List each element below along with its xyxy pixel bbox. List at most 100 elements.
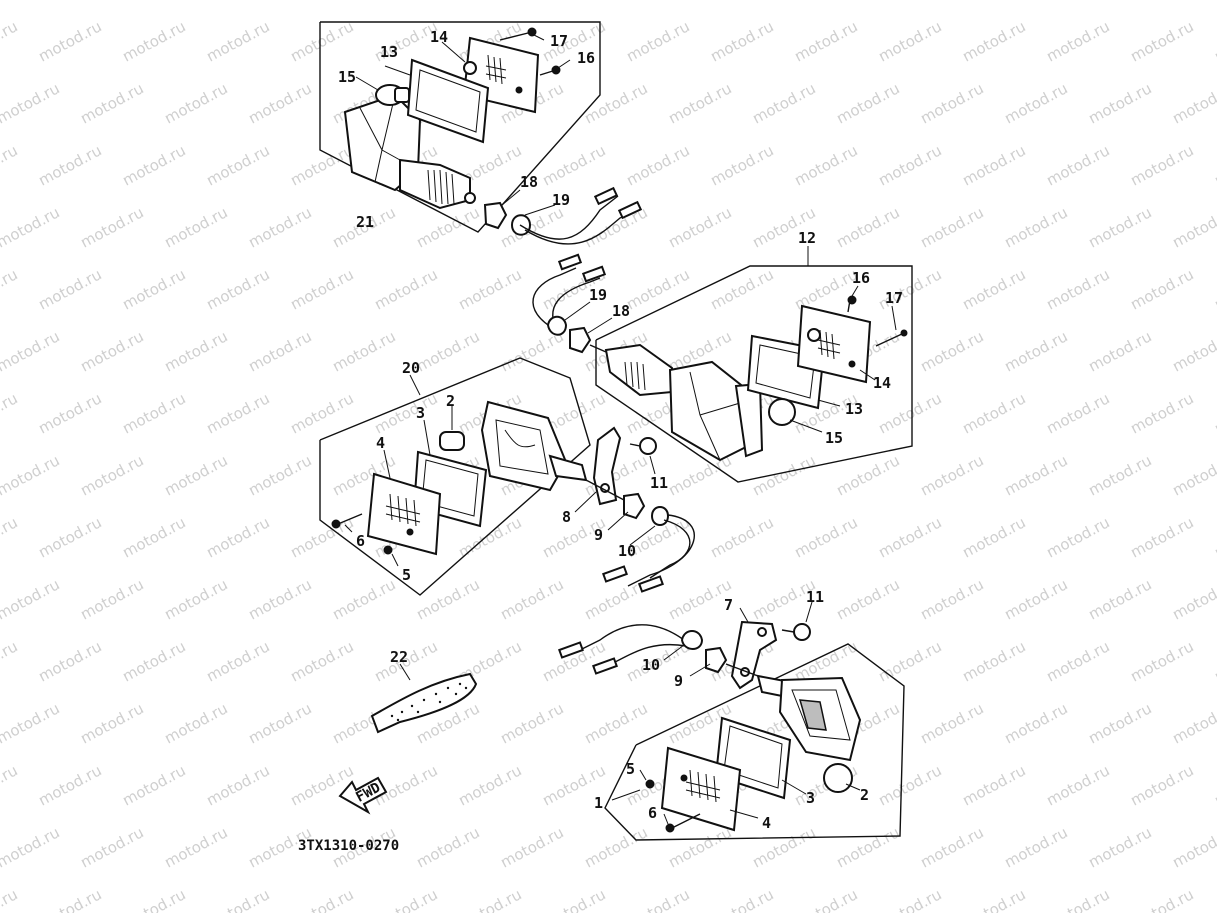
stem-nut-21	[464, 192, 476, 204]
watermark-text: motod.ru	[1211, 141, 1217, 189]
watermark-text: motod.ru	[497, 0, 566, 4]
watermark-text: motod.ru	[1001, 203, 1070, 251]
watermark-text: motod.ru	[1127, 17, 1196, 65]
watermark-text: motod.ru	[1001, 327, 1070, 375]
watermark-text: motod.ru	[1001, 699, 1070, 747]
watermark-text: motod.ru	[917, 0, 986, 4]
watermark-text: motod.ru	[0, 79, 63, 127]
assembly-12: 12 16 17 19 18 14 13 15	[532, 229, 913, 483]
watermark-text: motod.ru	[875, 761, 944, 809]
watermark-text: motod.ru	[707, 17, 776, 65]
watermark-text: motod.ru	[161, 699, 230, 747]
lens-4-bottom	[660, 746, 742, 832]
watermark-text: motod.ru	[497, 823, 566, 871]
watermark-text: motod.ru	[0, 513, 21, 561]
watermark-text: motod.ru	[875, 637, 944, 685]
watermark-text: motod.ru	[833, 823, 902, 871]
watermark-text: motod.ru	[35, 265, 104, 313]
wire-mid-a	[532, 267, 577, 331]
watermark-text: motod.ru	[161, 823, 230, 871]
watermark-text: motod.ru	[1211, 761, 1217, 809]
grommet-19-mid	[546, 315, 568, 336]
screw-5-bottom	[645, 779, 655, 789]
callout-5-bottom: 5	[626, 760, 635, 778]
watermark-text: motod.ru	[1043, 761, 1112, 809]
watermark-text: motod.ru	[161, 203, 230, 251]
watermark-text: motod.ru	[1043, 265, 1112, 313]
watermark-text: motod.ru	[665, 203, 734, 251]
callout-17-top: 17	[550, 32, 568, 50]
watermark-text: motod.ru	[203, 637, 272, 685]
watermark-text: motod.ru	[35, 17, 104, 65]
watermark-text: motod.ru	[917, 203, 986, 251]
watermark-text: motod.ru	[959, 513, 1028, 561]
watermark-text: motod.ru	[665, 79, 734, 127]
watermark-text: motod.ru	[1127, 637, 1196, 685]
callout-14-mid: 14	[873, 374, 891, 392]
callout-20: 20	[402, 359, 420, 377]
watermark-text: motod.ru	[119, 637, 188, 685]
watermark-text: motod.ru	[0, 885, 21, 913]
watermark-text: motod.ru	[665, 823, 734, 871]
watermark-text: motod.ru	[623, 265, 692, 313]
housing-stem-20	[548, 454, 588, 482]
watermark-text: motod.ru	[0, 823, 63, 871]
fwd-arrow-shape	[338, 776, 388, 815]
watermark-text: motod.ru	[1169, 327, 1217, 375]
watermark-text: motod.ru	[1001, 79, 1070, 127]
watermark-text: motod.ru	[791, 513, 860, 561]
watermark-text: motod.ru	[707, 265, 776, 313]
watermark-text: motod.ru	[959, 637, 1028, 685]
watermark-text: motod.ru	[1127, 761, 1196, 809]
watermark-text: motod.ru	[0, 389, 21, 437]
watermark-text: motod.ru	[287, 265, 356, 313]
watermark-text: motod.ru	[0, 575, 63, 623]
watermark-text: motod.ru	[959, 265, 1028, 313]
watermark-text: motod.ru	[0, 141, 21, 189]
watermark-text: motod.ru	[623, 141, 692, 189]
watermark-text: motod.ru	[245, 203, 314, 251]
watermark-text: motod.ru	[77, 327, 146, 375]
lens-14-knob	[463, 61, 477, 75]
watermark-text: motod.ru	[455, 885, 524, 913]
callout-2-mid: 2	[446, 392, 455, 410]
callout-6-bottom: 6	[648, 804, 657, 822]
watermark-text: motod.ru	[1169, 823, 1217, 871]
watermark-text: motod.ru	[287, 389, 356, 437]
watermark-text: motod.ru	[707, 513, 776, 561]
watermark-text: motod.ru	[1211, 885, 1217, 913]
watermark-text: motod.ru	[119, 761, 188, 809]
callout-10-bottom: 10	[642, 656, 660, 674]
watermark-text: motod.ru	[35, 885, 104, 913]
watermark-text: motod.ru	[1085, 203, 1154, 251]
watermark-text: motod.ru	[1043, 637, 1112, 685]
callout-5-mid: 5	[402, 566, 411, 584]
watermark-text: motod.ru	[77, 451, 146, 499]
watermark-text: motod.ru	[161, 327, 230, 375]
watermark-text: motod.ru	[1001, 575, 1070, 623]
watermark-text: motod.ru	[1127, 141, 1196, 189]
watermark-text: motod.ru	[707, 141, 776, 189]
bolt-11-mid	[639, 437, 657, 455]
callout-16-top: 16	[577, 49, 595, 67]
callout-19-top: 19	[552, 191, 570, 209]
bulb-2-mid	[439, 431, 465, 451]
watermark-text: motod.ru	[623, 885, 692, 913]
watermark-text: motod.ru	[959, 761, 1028, 809]
watermark-text: motod.ru	[497, 699, 566, 747]
watermark-text: motod.ru	[161, 79, 230, 127]
watermark-text: motod.ru	[959, 141, 1028, 189]
watermark-text: motod.ru	[875, 17, 944, 65]
watermark-text: motod.ru	[0, 637, 21, 685]
watermark-text: motod.ru	[329, 327, 398, 375]
wire-top-b	[524, 209, 641, 245]
turn-signal-housing-12	[668, 360, 751, 462]
watermark-text: motod.ru	[119, 513, 188, 561]
watermark-text: motod.ru	[833, 0, 902, 4]
callout-8: 8	[562, 508, 571, 526]
watermark-text: motod.ru	[1127, 389, 1196, 437]
reflector-22	[370, 672, 478, 734]
watermark-text: motod.ru	[371, 389, 440, 437]
watermark-text: motod.ru	[1085, 699, 1154, 747]
watermark-text: motod.ru	[1211, 513, 1217, 561]
